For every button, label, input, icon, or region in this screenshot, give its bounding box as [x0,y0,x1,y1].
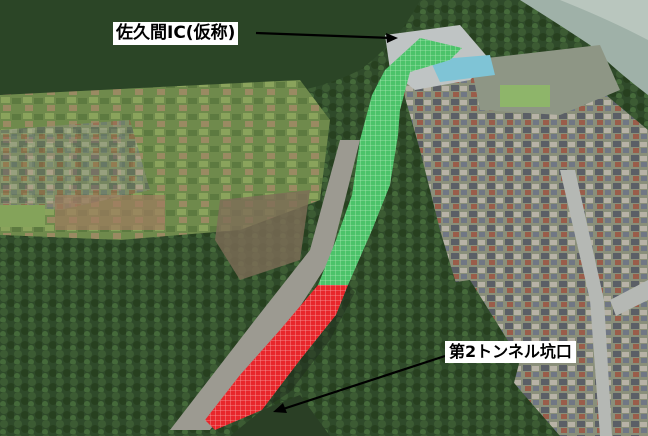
interchange-arrowhead [386,33,398,43]
interchange-arrow [255,31,393,40]
tunnel-portal-label: 第2トンネル坑口 [445,341,576,363]
tunnel-arrowhead [273,403,287,413]
interchange-label: 佐久間IC(仮称) [113,22,239,45]
tunnel-arrow [279,354,446,412]
completed-highway-section [318,38,462,285]
construction-highway-section [205,285,348,430]
